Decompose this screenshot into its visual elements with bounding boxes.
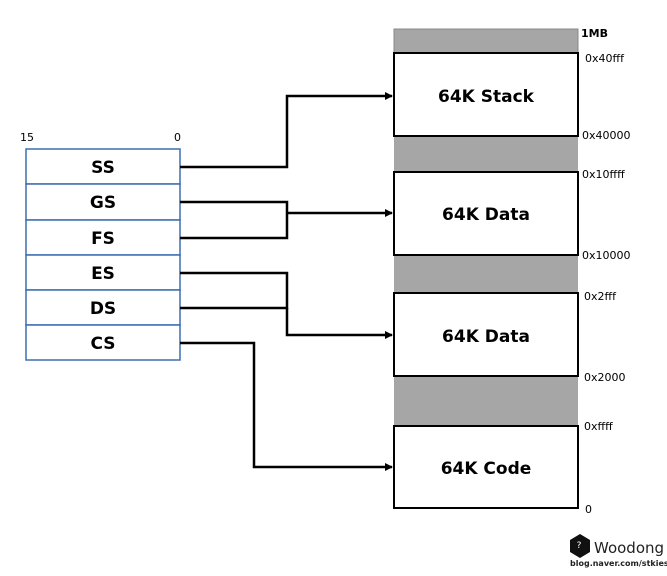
es-ds-arrow xyxy=(285,308,393,339)
register-es xyxy=(25,254,181,291)
data-segment-label: 64K Data xyxy=(442,327,530,347)
svg-text:?: ? xyxy=(577,541,582,551)
address-label: 0x40000 xyxy=(582,129,631,142)
watermark-url: blog.naver.com/stkiess xyxy=(570,559,667,568)
watermark-logo: ? Woodong blog.naver.com/stkiess xyxy=(570,534,667,568)
memory-gap xyxy=(394,255,578,293)
gs-connector xyxy=(180,200,289,240)
address-label: 0x40fff xyxy=(585,52,625,65)
register-label: SS xyxy=(91,158,115,178)
data-segment-label: 64K Data xyxy=(442,205,530,225)
address-label: 0x10ffff xyxy=(582,168,625,181)
memory-gap xyxy=(394,136,578,172)
address-label: 0x2000 xyxy=(584,371,626,384)
memory-gap xyxy=(394,376,578,426)
stack-segment-label: 64K Stack xyxy=(438,87,535,107)
register-cs xyxy=(25,324,181,361)
watermark-name: Woodong xyxy=(594,539,664,557)
register-label: CS xyxy=(90,334,115,354)
address-label: 0x10000 xyxy=(582,249,631,262)
memory-gap xyxy=(393,28,579,54)
cs-arrow xyxy=(180,341,393,471)
address-label: 1MB xyxy=(581,27,608,40)
code-segment xyxy=(393,425,579,509)
bit-high-label: 15 xyxy=(20,131,34,144)
register-label: GS xyxy=(90,193,116,213)
bit-low-label: 0 xyxy=(174,131,181,144)
es-connector xyxy=(180,271,289,310)
register-label: DS xyxy=(90,299,116,319)
register-label: FS xyxy=(91,229,115,249)
data-segment-2 xyxy=(393,292,579,377)
address-label: 0xffff xyxy=(584,420,613,433)
stack-segment xyxy=(393,52,579,137)
ss-arrow xyxy=(180,92,393,169)
address-label: 0 xyxy=(585,503,592,516)
code-segment-label: 64K Code xyxy=(441,459,532,479)
address-label: 0x2fff xyxy=(584,290,617,303)
register-label: ES xyxy=(91,264,115,284)
data-segment-1 xyxy=(393,171,579,256)
register-gs xyxy=(25,183,181,221)
